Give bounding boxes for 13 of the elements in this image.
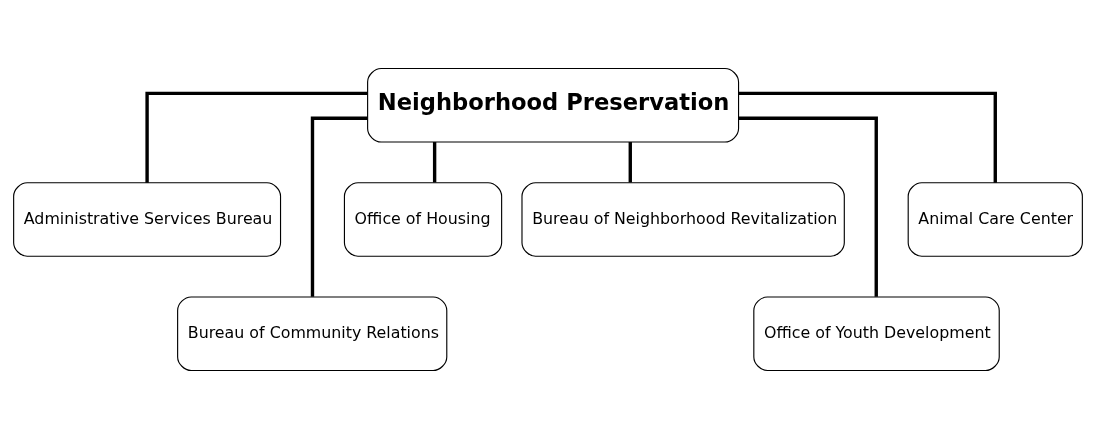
node-box: Office of Housing [343, 181, 503, 257]
node-box: Bureau of Community Relations [177, 295, 448, 371]
node-box: Bureau of Neighborhood Revitalization [521, 181, 845, 257]
connector [628, 141, 632, 182]
node-box: Administrative Services Bureau [13, 181, 282, 257]
connector [738, 91, 997, 183]
connector [432, 141, 437, 182]
node-box: Animal Care Center [907, 181, 1083, 257]
node-box: Neighborhood Preservation [367, 67, 740, 143]
connector [145, 91, 368, 183]
node-box: Office of Youth Development [753, 295, 1000, 371]
connector [738, 116, 878, 297]
connector [310, 116, 368, 297]
